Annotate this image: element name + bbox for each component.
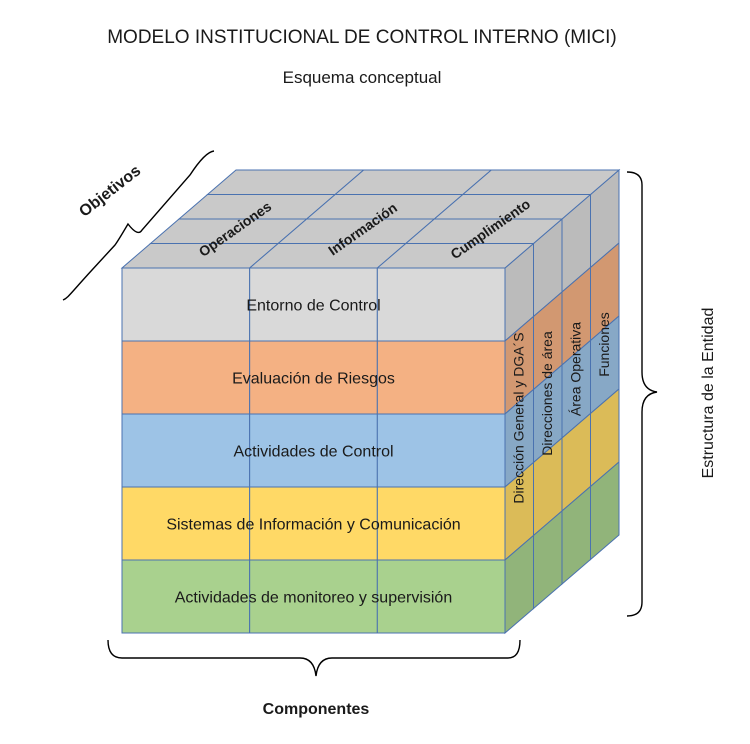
front-face-cell xyxy=(376,267,506,342)
front-face-cell xyxy=(376,559,506,634)
front-face-cell xyxy=(376,486,506,561)
objetivos-axis-label: Objetivos xyxy=(76,162,144,220)
estructura-label: Funciones xyxy=(596,312,612,377)
estructura-bracket xyxy=(626,171,658,617)
front-face-cell xyxy=(249,340,378,415)
componente-label: Actividades de Control xyxy=(233,444,393,461)
objetivos-bracket xyxy=(62,150,215,301)
front-face-cell xyxy=(376,413,506,488)
componentes-axis-label: Componentes xyxy=(263,701,370,718)
front-face-cell xyxy=(121,340,251,415)
componente-label: Actividades de monitoreo y supervisión xyxy=(175,590,452,607)
axis-brackets xyxy=(62,150,658,677)
estructura-label: Dirección General y DGA´S xyxy=(510,332,526,503)
componente-label: Sistemas de Información y Comunicación xyxy=(166,517,460,534)
front-face-cell xyxy=(249,267,378,342)
front-face-cell xyxy=(121,486,251,561)
front-face-cell xyxy=(249,559,378,634)
componente-label: Evaluación de Riesgos xyxy=(232,371,395,388)
front-face-cell xyxy=(249,486,378,561)
front-face-cell xyxy=(121,413,251,488)
top-face-cell xyxy=(461,169,621,195)
front-face-cell xyxy=(376,340,506,415)
componente-label: Entorno de Control xyxy=(246,298,380,315)
estructura-label: Área Operativa xyxy=(567,322,583,416)
mici-cube xyxy=(120,168,621,635)
diagram-subtitle: Esquema conceptual xyxy=(283,68,442,87)
estructura-axis-label: Estructura de la Entidad xyxy=(700,308,717,479)
diagram-title: MODELO INSTITUCIONAL DE CONTROL INTERNO … xyxy=(107,27,617,48)
front-face-cell xyxy=(121,267,251,342)
estructura-label: Direcciones de área xyxy=(539,331,555,456)
side-face-cell xyxy=(590,460,620,561)
componentes-bracket xyxy=(107,639,521,677)
